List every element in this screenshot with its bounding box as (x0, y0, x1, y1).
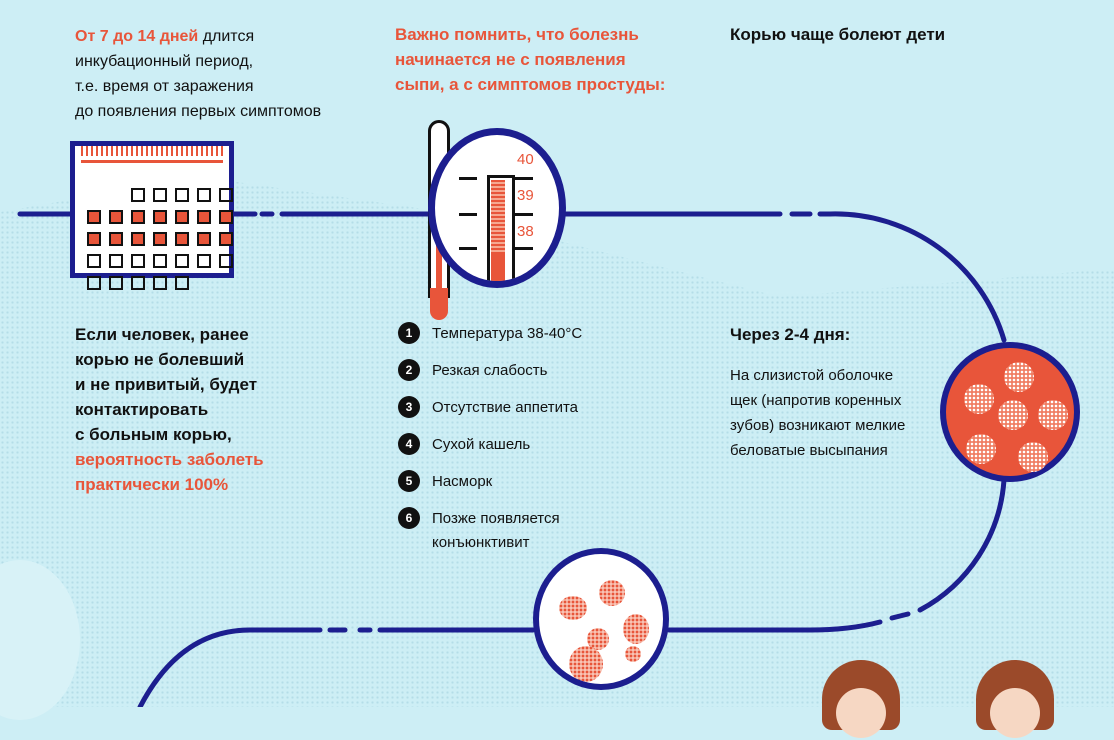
after-line2: щек (напротив коренных (730, 392, 902, 409)
risk-text: Если человек, ранее корью не болевший и … (75, 322, 335, 497)
list-item: 4 Сухой кашель (398, 433, 678, 457)
symptom-label: Резкая слабость (432, 362, 548, 379)
symptom-number: 3 (398, 396, 420, 418)
calendar-grid (87, 188, 233, 290)
incubation-line1: длится (198, 28, 255, 45)
symptom-label: Насморк (432, 473, 493, 490)
symptom-number: 1 (398, 322, 420, 344)
reminder-text: Важно помнить, что болезнь начинается не… (395, 22, 695, 97)
symptom-number: 5 (398, 470, 420, 492)
risk-line7: практически 100% (75, 475, 229, 494)
symptom-label: Температура 38-40°C (432, 325, 583, 342)
list-item: 6 Позже появляется конъюнктивит (398, 507, 678, 555)
symptom-label: Отсутствие аппетита (432, 399, 579, 416)
risk-line1: Если человек, ранее (75, 325, 249, 344)
timeline-track (17, 211, 1007, 707)
symptom-list: 1 Температура 38-40°C 2 Резкая слабость … (398, 322, 678, 568)
temp-label-39: 39 (517, 187, 534, 204)
after-days-text: На слизистой оболочке щек (напротив коре… (730, 363, 950, 463)
incubation-line3: т.е. время от заражения (75, 78, 254, 95)
symptom-number: 4 (398, 433, 420, 455)
symptom-number: 6 (398, 507, 420, 529)
list-item: 2 Резкая слабость (398, 359, 678, 383)
list-item: 3 Отсутствие аппетита (398, 396, 678, 420)
reminder-line3: сыпи, а с симптомов простуды: (395, 75, 666, 94)
risk-line2: корью не болевший (75, 350, 245, 369)
after-line3: зубов) возникают мелкие (730, 417, 906, 434)
symptom-label: Позже появляется конъюнктивит (432, 510, 560, 551)
reminder-line1: Важно помнить, что болезнь (395, 25, 639, 44)
list-item: 1 Температура 38-40°C (398, 322, 678, 346)
calendar-binding (81, 146, 223, 163)
incubation-line4: до появления первых симптомов (75, 103, 322, 120)
risk-line3: и не привитый, будет (75, 375, 258, 394)
thermometer-zoom: 40 39 38 (428, 128, 566, 288)
after-days-title: Через 2-4 дня: (730, 325, 851, 344)
after-line1: На слизистой оболочке (730, 367, 894, 384)
risk-line6: вероятность заболеть (75, 450, 264, 469)
incubation-line2: инкубационный период, (75, 53, 254, 70)
incubation-highlight: От 7 до 14 дней (75, 28, 199, 45)
reminder-line2: начинается не с появления (395, 50, 626, 69)
skin-rash-icon (533, 548, 669, 690)
after-line4: беловатые высыпания (730, 442, 888, 459)
calendar-icon (70, 141, 234, 290)
list-item: 5 Насморк (398, 470, 678, 494)
risk-line5: с больным корью, (75, 425, 232, 444)
temp-label-40: 40 (517, 151, 534, 168)
child-icon (822, 660, 900, 740)
mouth-spots-icon (940, 342, 1080, 482)
child-icon (976, 660, 1054, 740)
symptom-label: Сухой кашель (432, 436, 531, 453)
risk-line4: контактировать (75, 400, 209, 419)
incubation-text: От 7 до 14 дней длится инкубационный пер… (75, 24, 355, 124)
children-title: Корью чаще болеют дети (730, 25, 946, 44)
symptom-number: 2 (398, 359, 420, 381)
temp-label-38: 38 (517, 223, 534, 240)
